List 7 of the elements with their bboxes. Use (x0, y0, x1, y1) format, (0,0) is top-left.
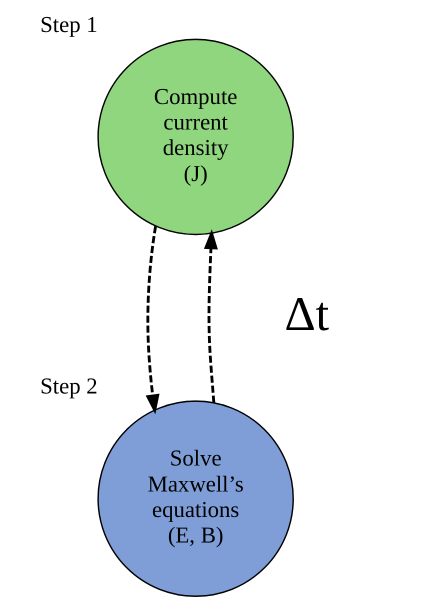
arrow (145, 226, 160, 414)
node-circle: Solve Maxwell’s equations (E, B) (96, 400, 294, 597)
arrow (203, 229, 218, 403)
label: Δt (284, 288, 329, 342)
node-label: Step 2 (40, 374, 98, 399)
node-circle: Compute current density (J) (96, 38, 294, 236)
node-label: Step 1 (40, 12, 98, 37)
